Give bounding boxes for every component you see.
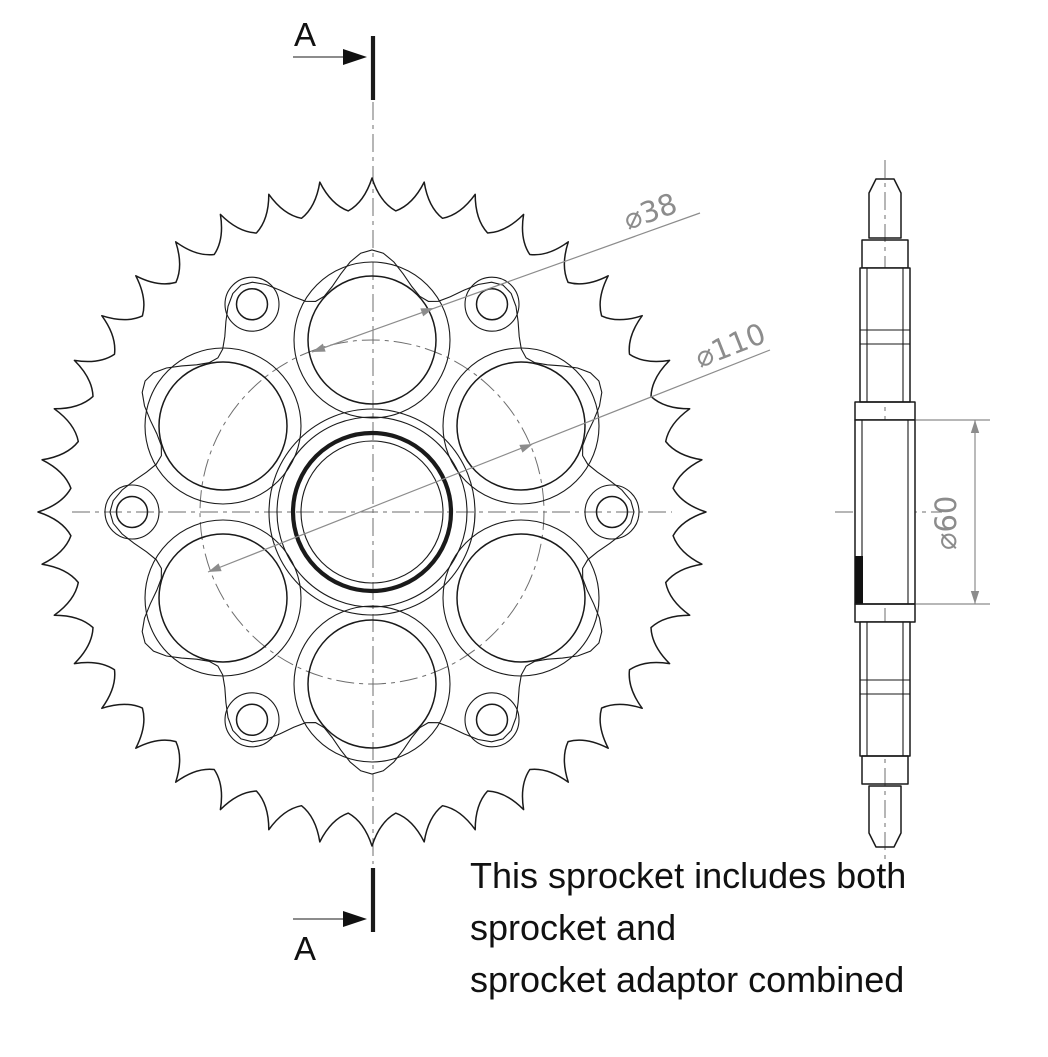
caption-line-2: sprocket and <box>470 907 676 948</box>
bore-thick-ring <box>290 430 454 594</box>
dim38-arrowhead-a <box>420 308 434 317</box>
sprocket-teeth-outline <box>37 177 707 847</box>
dim38-label: ⌀38 <box>619 186 682 236</box>
dimension-hole-38: ⌀38 <box>311 186 701 353</box>
bolt-hole-boss <box>464 276 520 332</box>
lightening-hole <box>307 619 437 749</box>
lightening-hole-boss <box>442 519 600 677</box>
dim110-arrowhead-a <box>519 444 533 453</box>
dim38-leader-line <box>311 212 701 353</box>
section-arrowhead-bottom <box>343 911 367 927</box>
bolt-holes <box>104 276 640 748</box>
lightening-hole <box>307 275 437 405</box>
dimension-hub-60: ⌀60 <box>916 419 990 605</box>
section-view <box>835 160 942 860</box>
bolt-hole <box>595 495 629 529</box>
section-arrowhead-top <box>343 49 367 65</box>
adaptor-plate-section <box>854 419 916 605</box>
carrier-scallop-outline <box>109 249 635 775</box>
bolt-hole-boss <box>584 484 640 540</box>
bolt-circle-centerline <box>199 339 545 685</box>
tooth-section-top <box>868 178 902 239</box>
lightening-hole-boss <box>293 261 451 419</box>
lightening-hole <box>158 361 288 491</box>
lightening-hole-boss <box>293 605 451 763</box>
section-letter-bottom: A <box>294 930 316 967</box>
bolt-hole-boss <box>224 276 280 332</box>
caption-line-3: sprocket adaptor combined <box>470 959 904 1000</box>
lightening-hole <box>456 533 586 663</box>
dim60-label: ⌀60 <box>929 496 963 550</box>
bolt-hole <box>235 703 269 737</box>
dim110-leader-line <box>207 349 771 573</box>
section-cut-marker-bottom: A <box>293 868 376 967</box>
lightening-hole <box>158 533 288 663</box>
tooth-section-bottom <box>868 785 902 848</box>
caption-line-1: This sprocket includes both <box>470 855 906 896</box>
lightening-hole-boss <box>442 347 600 505</box>
dim38-arrowhead-b <box>312 343 326 352</box>
hub-section-upper <box>859 267 911 403</box>
bolt-hole-boss <box>104 484 160 540</box>
dim110-arrowhead-b <box>208 563 222 572</box>
section-letter-top: A <box>294 16 316 53</box>
lightening-holes <box>144 261 600 763</box>
lightening-hole <box>456 361 586 491</box>
center-bore <box>268 408 476 616</box>
hub-section-lower <box>859 621 911 757</box>
bolt-hole <box>115 495 149 529</box>
lightening-hole-boss <box>144 519 302 677</box>
bolt-hole-boss <box>464 692 520 748</box>
section-cut-marker-top: A <box>293 16 376 100</box>
plate-thick-edge <box>855 556 863 604</box>
bolt-hole <box>475 703 509 737</box>
caption: This sprocket includes both sprocket and… <box>470 855 906 1000</box>
front-view <box>37 102 707 864</box>
dim60-arrowhead-top <box>970 420 980 433</box>
bolt-hole-boss <box>224 692 280 748</box>
lightening-hole-boss <box>144 347 302 505</box>
bolt-hole <box>475 287 509 321</box>
dim60-arrowhead-bottom <box>970 591 980 604</box>
bolt-hole <box>235 287 269 321</box>
lock-ring-section-bottom <box>861 755 909 785</box>
